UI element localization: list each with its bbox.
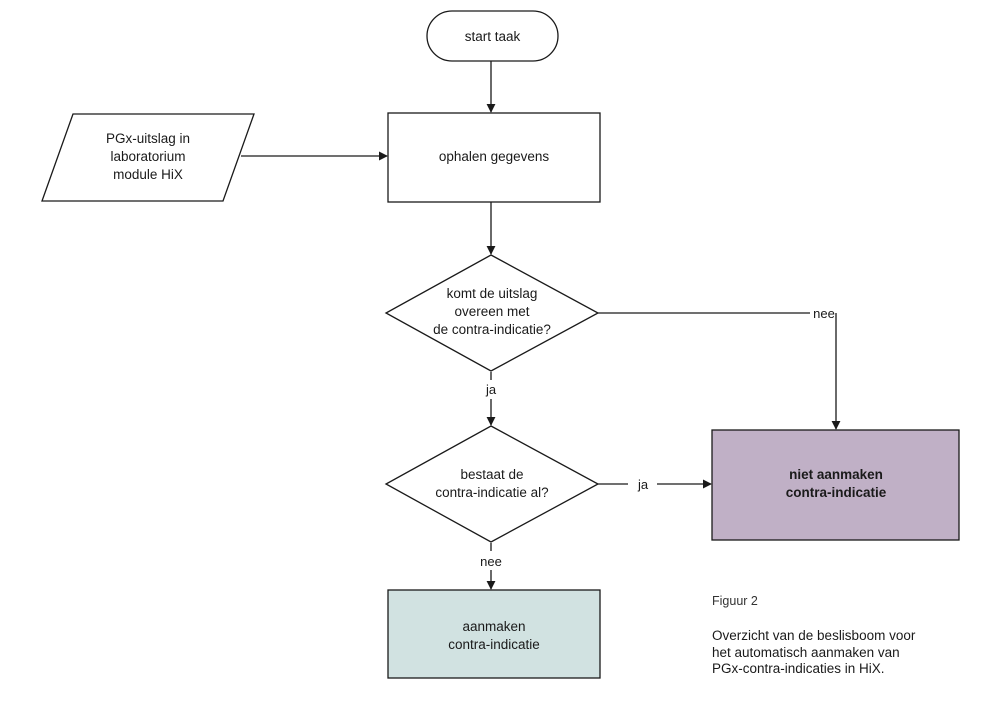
decision-shape [384, 425, 600, 543]
input-shape [41, 113, 255, 202]
node-create: aanmaken contra-indicatie [387, 589, 601, 679]
caption-line-1: Overzicht van de beslisboom voor [712, 628, 916, 643]
node-decision-match: komt de uitslag overeen met de contra-in… [384, 254, 600, 372]
result-shape [711, 429, 960, 541]
start-label: start taak [465, 29, 521, 44]
figure-number: Figuur 2 [712, 594, 758, 608]
input-label-line-2: laboratorium [110, 149, 185, 164]
decision-match-line-3: de contra-indicatie? [433, 322, 551, 337]
process-shape [387, 112, 601, 203]
create-line-1: aanmaken [462, 619, 525, 634]
edge-label-match-no: nee [813, 306, 835, 321]
edge-label-exists-no: nee [480, 554, 502, 569]
node-fetch: ophalen gegevens [387, 112, 601, 203]
result-shape [387, 589, 601, 679]
fetch-label: ophalen gegevens [439, 149, 550, 164]
edge-label-exists-yes: ja [637, 477, 649, 492]
not-create-line-1: niet aanmaken [789, 467, 883, 482]
node-decision-exists: bestaat de contra-indicatie al? [384, 425, 600, 543]
figure-caption: Overzicht van de beslisboom voor het aut… [712, 628, 972, 678]
node-start: start taak [426, 10, 559, 62]
edges [241, 61, 841, 590]
node-not-create: niet aanmaken contra-indicatie [711, 429, 960, 541]
decision-exists-line-2: contra-indicatie al? [435, 485, 548, 500]
caption-line-2: het automatisch aanmaken van [712, 644, 900, 660]
create-line-2: contra-indicatie [448, 637, 540, 652]
decision-shape [384, 254, 600, 372]
not-create-line-2: contra-indicatie [786, 485, 887, 500]
edge-label-match-yes: ja [485, 382, 497, 397]
caption-line-3: PGx-contra-indicaties in HiX. [712, 661, 885, 676]
terminal-shape [426, 10, 559, 62]
decision-match-line-1: komt de uitslag [447, 286, 538, 301]
node-input: PGx-uitslag in laboratorium module HiX [41, 113, 255, 202]
decision-match-line-2: overeen met [454, 304, 529, 319]
decision-exists-line-1: bestaat de [460, 467, 523, 482]
input-label-line-1: PGx-uitslag in [106, 131, 190, 146]
input-label-line-3: module HiX [113, 167, 183, 182]
